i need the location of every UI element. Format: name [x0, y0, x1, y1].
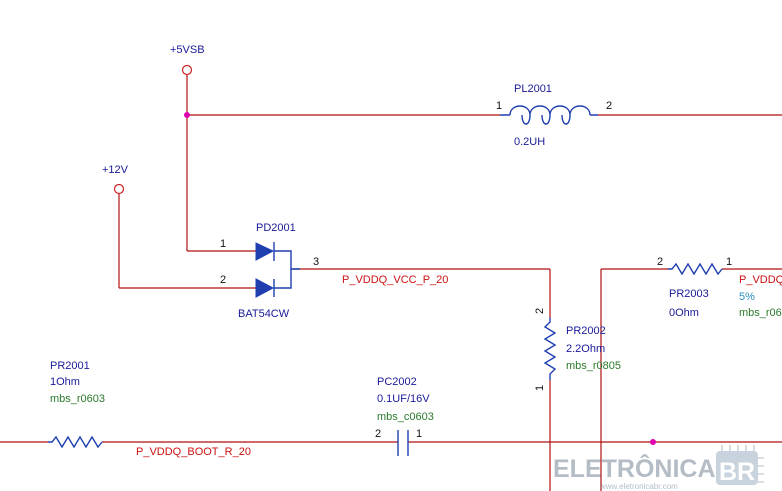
wires — [0, 75, 782, 491]
capacitor-footprint: mbs_c0603 — [377, 411, 434, 423]
resistor-pr2003-zigzag-icon — [668, 262, 723, 276]
watermark-brand: ELETRÔNICA — [553, 453, 716, 483]
resistor-pr2003-pin-left: 2 — [657, 256, 663, 268]
net-label-boot: P_VDDQ_BOOT_R_20 — [136, 446, 251, 458]
resistor-pr2002-zigzag-icon — [543, 318, 557, 380]
watermark-url: www.eletronicabr.com — [599, 482, 678, 491]
capacitor-ref: PC2002 — [377, 376, 417, 388]
power-12v-terminal — [113, 183, 125, 195]
capacitor-pin-right: 1 — [416, 428, 422, 440]
resistor-pr2001-footprint: mbs_r0603 — [50, 393, 105, 405]
capacitor-value: 0.1UF/16V — [377, 393, 430, 405]
diode-pin1: 1 — [220, 238, 226, 250]
diode-upper-triangle-icon — [255, 242, 275, 261]
resistor-pr2001-ref: PR2001 — [50, 360, 90, 372]
diode-common-cathode — [274, 250, 300, 289]
resistor-pr2003-footprint: mbs_r06 — [739, 307, 782, 319]
diode-ref: PD2001 — [256, 222, 296, 234]
resistor-pr2002-pin-top: 2 — [534, 308, 546, 314]
inductor-value: 0.2UH — [514, 136, 545, 148]
diode-lower-triangle-icon — [255, 278, 275, 298]
junction-bottom-right — [650, 439, 656, 445]
power-5vsb-label: +5VSB — [170, 44, 205, 56]
watermark-chip-pins-icon — [721, 445, 764, 483]
watermark: ELETRÔNICA BR www.eletronicabr.com — [553, 445, 764, 491]
resistor-pr2003-value: 0Ohm — [669, 307, 699, 319]
resistor-pr2003-tolerance: 5% — [739, 291, 755, 303]
resistor-pr2002-ref: PR2002 — [566, 325, 606, 337]
resistor-pr2003: PR2003 0Ohm 2 1 5% mbs_r06 — [657, 256, 782, 319]
resistor-pr2001-zigzag-icon — [48, 435, 103, 449]
diode-pin3: 3 — [313, 256, 319, 268]
power-5vsb: +5VSB — [170, 44, 205, 76]
diode-part: BAT54CW — [238, 308, 290, 320]
power-12v: +12V — [102, 164, 129, 195]
inductor-coil-icon — [509, 105, 591, 125]
resistor-pr2002: PR2002 2.2Ohm mbs_r0805 2 1 — [534, 308, 621, 391]
net-label-right: P_VDDQ — [739, 274, 782, 286]
resistor-pr2002-footprint: mbs_r0805 — [566, 360, 621, 372]
resistor-pr2002-value: 2.2Ohm — [566, 343, 605, 355]
capacitor-pc2002: PC2002 0.1UF/16V mbs_c0603 2 1 — [375, 376, 434, 456]
diode-pd2001: PD2001 BAT54CW 1 2 3 — [220, 222, 319, 320]
resistor-pr2003-ref: PR2003 — [669, 288, 709, 300]
diode-pin2: 2 — [220, 274, 226, 286]
power-12v-label: +12V — [102, 164, 129, 176]
inductor-pin2: 2 — [606, 100, 612, 112]
power-5vsb-terminal — [181, 64, 193, 76]
watermark-chip-icon — [716, 451, 758, 485]
resistor-pr2002-pin-bottom: 1 — [534, 385, 546, 391]
resistor-pr2001-value: 1Ohm — [50, 376, 80, 388]
watermark-badge: BR — [719, 458, 755, 486]
inductor-pin1: 1 — [496, 100, 502, 112]
resistor-pr2001: PR2001 1Ohm mbs_r0603 — [48, 360, 105, 449]
capacitor-pin-left: 2 — [375, 428, 381, 440]
inductor-ref: PL2001 — [514, 83, 552, 95]
resistor-pr2003-pin-right: 1 — [726, 256, 732, 268]
inductor-pl2001: PL2001 0.2UH 1 2 — [496, 83, 612, 148]
net-label-vcc: P_VDDQ_VCC_P_20 — [342, 274, 448, 286]
junction-5vsb — [184, 112, 190, 118]
